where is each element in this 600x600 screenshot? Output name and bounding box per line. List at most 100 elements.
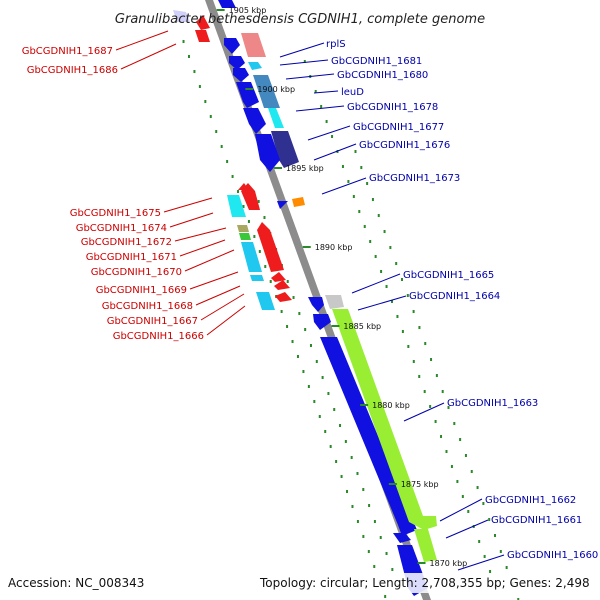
leader-line-1671: [179, 239, 226, 257]
track-dot: [344, 440, 347, 443]
track-dot: [356, 472, 359, 475]
gene-label-left[interactable]: GbCGDNIH1_1672: [81, 237, 172, 248]
track-dot: [390, 300, 393, 303]
gene-arrow-1681c[interactable]: [233, 68, 249, 82]
gene-arrow-1661[interactable]: [393, 533, 411, 543]
track-dot: [309, 344, 312, 347]
gene-label-right[interactable]: GbCGDNIH1_1665: [403, 270, 494, 281]
gene-label-right[interactable]: GbCGDNIH1_1673: [369, 173, 460, 184]
gene-label-right[interactable]: GbCGDNIH1_1661: [491, 515, 582, 526]
gene-label-right[interactable]: GbCGDNIH1_1678: [347, 102, 438, 113]
gene-label-right[interactable]: GbCGDNIH1_1677: [353, 122, 444, 133]
gene-arrow-1663-long[interactable]: [320, 337, 417, 536]
gene-label-left[interactable]: GbCGDNIH1_1674: [76, 223, 167, 234]
track-dot: [327, 392, 330, 395]
gene-arrow-1669[interactable]: [250, 275, 264, 281]
track-dot: [441, 390, 444, 393]
track-dot: [383, 230, 386, 233]
leader-line-1660: [457, 554, 505, 571]
gene-label-right[interactable]: GbCGDNIH1_1676: [359, 140, 450, 151]
leader-line-1667: [200, 293, 245, 321]
gene-arrow-1667[interactable]: [274, 280, 290, 290]
track-dot: [482, 502, 485, 505]
track-dot: [247, 220, 250, 223]
track-dot: [313, 400, 316, 403]
gene-arrow-1673b[interactable]: [292, 197, 305, 207]
gene-arrow-1687[interactable]: [173, 10, 190, 22]
gene-arrow-1676[interactable]: [271, 131, 299, 168]
gene-label-left[interactable]: GbCGDNIH1_1687: [22, 46, 113, 57]
gene-label-right[interactable]: GbCGDNIH1_1660: [507, 550, 598, 561]
track-dot: [315, 360, 318, 363]
track-dot: [450, 465, 453, 468]
gene-arrow-1663[interactable]: [313, 314, 331, 330]
gene-arrow-1681a[interactable]: [224, 38, 240, 54]
track-dot: [198, 85, 201, 88]
leader-line-1677: [307, 125, 351, 141]
gene-arrow-1666[interactable]: [256, 292, 275, 310]
gene-arrow-1678[interactable]: [268, 108, 284, 128]
track-dot: [356, 520, 359, 523]
gene-arrow-1672[interactable]: [237, 225, 249, 232]
scale-tick-label: 1875 kbp: [401, 480, 439, 489]
gene-label-right[interactable]: GbCGDNIH1_1663: [447, 398, 538, 409]
gene-arrow-1674b[interactable]: [238, 183, 249, 190]
gene-arrow-1673a[interactable]: [277, 201, 288, 209]
gene-label-left[interactable]: GbCGDNIH1_1686: [27, 65, 118, 76]
gene-arrow-1670[interactable]: [241, 242, 262, 272]
gene-arrow-1664[interactable]: [325, 295, 344, 309]
gene-arrow-1665[interactable]: [308, 297, 324, 312]
track-dot: [363, 225, 366, 228]
gene-label-right[interactable]: rplS: [326, 39, 346, 50]
gene-arrow-1681b[interactable]: [229, 56, 245, 70]
left-gene-labels: GbCGDNIH1_1687 GbCGDNIH1_1686 GbCGDNIH1_…: [22, 46, 204, 342]
track-dot: [412, 360, 415, 363]
track-dot: [384, 595, 387, 598]
track-dot: [374, 255, 377, 258]
gene-arrow-1686b[interactable]: [196, 15, 210, 30]
track-dot: [461, 495, 464, 498]
gene-arrow-1676b[interactable]: [255, 134, 280, 172]
accession-text: Accession: NC_008343: [8, 576, 144, 590]
gene-arrow-1671[interactable]: [239, 233, 251, 240]
gene-label-left[interactable]: GbCGDNIH1_1669: [96, 285, 187, 296]
gene-label-right[interactable]: GbCGDNIH1_1681: [331, 56, 422, 67]
gene-label-right[interactable]: leuD: [341, 87, 364, 98]
gene-arrow-1668[interactable]: [271, 272, 286, 282]
leader-line-1680: [285, 73, 335, 80]
gene-label-left[interactable]: GbCGDNIH1_1671: [86, 252, 177, 263]
gene-arrow-leuD[interactable]: [253, 75, 280, 108]
track-dot: [286, 280, 289, 283]
track-dot: [340, 475, 343, 478]
gene-arrow-1675[interactable]: [227, 195, 246, 217]
gene-arrow-rplS[interactable]: [241, 33, 266, 57]
leader-line-1663: [403, 402, 445, 422]
gene-label-left[interactable]: GbCGDNIH1_1667: [107, 316, 198, 327]
gene-arrow-1680[interactable]: [248, 62, 262, 70]
gene-arrow-1661-green[interactable]: [414, 529, 437, 562]
track-dot: [366, 182, 369, 185]
gene-label-left[interactable]: GbCGDNIH1_1666: [113, 331, 204, 342]
gene-arrow-1686[interactable]: [195, 30, 210, 42]
gene-arrow-1677[interactable]: [243, 108, 266, 134]
gene-arrow-1663-green[interactable]: [332, 309, 437, 530]
gene-arrow-1666b[interactable]: [275, 292, 292, 302]
leader-line-1666: [206, 305, 246, 336]
track-dot: [488, 518, 491, 521]
gene-label-left[interactable]: GbCGDNIH1_1670: [91, 267, 182, 278]
leader-lines-right: [279, 42, 505, 571]
leader-line-1670: [184, 249, 235, 272]
track-dot: [400, 278, 403, 281]
gene-label-right[interactable]: GbCGDNIH1_1664: [409, 291, 500, 302]
track-dot: [354, 150, 357, 153]
gene-label-right[interactable]: GbCGDNIH1_1662: [485, 495, 576, 506]
gene-label-right[interactable]: GbCGDNIH1_1680: [337, 70, 428, 81]
gene-label-left[interactable]: GbCGDNIH1_1668: [102, 301, 193, 312]
leader-line-1678: [295, 105, 345, 112]
gene-arrow-top-blue[interactable]: [218, 0, 236, 8]
gene-label-left[interactable]: GbCGDNIH1_1675: [70, 208, 161, 219]
track-dot: [298, 312, 301, 315]
gene-arrow-1679[interactable]: [236, 82, 259, 108]
gene-arrow-1670b[interactable]: [257, 222, 284, 272]
